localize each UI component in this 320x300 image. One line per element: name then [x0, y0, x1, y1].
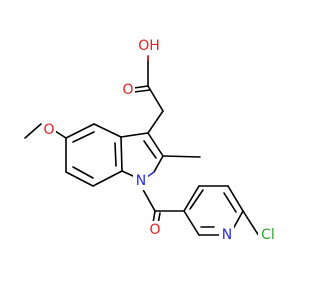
bond-c3-c3a [120, 132, 149, 138]
oh-label-bg [137, 37, 160, 55]
bond-acid-c-o-double [133, 89, 151, 93]
molecule-drawing: OH O O N O N Cl [24, 37, 278, 244]
bond-n1-carbonyl [140, 185, 156, 212]
bond-c7a-n1 [121, 170, 134, 177]
bond-c7-c7a [92, 170, 123, 187]
structure-canvas: OH O O N O N Cl [24, 37, 278, 244]
hydroxyl-label: OH [138, 38, 160, 54]
bond-py-c3-c4-double [223, 192, 237, 213]
bond-c3a-c7a [120, 136, 123, 172]
bond-c4-c5 [65, 123, 95, 139]
indole-nitrogen-label: N [136, 173, 146, 189]
methoxy-o-label-bg [42, 121, 56, 139]
bond-ch2-c3 [147, 110, 164, 134]
bond-py-cl [242, 210, 260, 237]
bond-py-c3-c4 [227, 185, 244, 212]
bond-c3a-c4 [93, 123, 122, 138]
acid-oxygen-label: O [122, 82, 133, 98]
bond-c5-o [54, 130, 67, 139]
bond-c3a-c7a-double [114, 142, 117, 167]
chlorine-label-bg [258, 226, 278, 244]
bond-c6-c7 [65, 171, 94, 187]
bond-py-c4-n [232, 210, 244, 230]
pyridine-n-label-bg [219, 226, 234, 244]
methoxy-oxygen-label: O [43, 122, 54, 138]
chlorine-label: Cl [261, 227, 275, 243]
bond-acid-c-ch2 [147, 85, 164, 112]
bond-py-c5-c1 [183, 210, 200, 236]
bond-py-c1-c2-double [189, 189, 204, 210]
indole-n-label-bg [133, 172, 148, 190]
bond-c2-methyl [162, 155, 201, 158]
acid-o-label-bg [121, 81, 135, 99]
bond-acid-c-o [133, 85, 149, 89]
bond-py-c1-c2 [183, 185, 200, 212]
bond-c3-c2 [147, 132, 164, 157]
amide-o-label-bg [148, 221, 162, 239]
bond-c4-c5-double [72, 131, 95, 143]
pyridine-nitrogen-label: N [222, 227, 232, 243]
bond-c3-c2-double [143, 140, 157, 159]
bond-c2-n1 [153, 155, 164, 173]
bond-c2-n1-blue [146, 171, 155, 178]
amide-oxygen-label: O [149, 222, 160, 238]
bond-c6-c7-double [72, 166, 94, 179]
bond-o-ch3 [24, 123, 42, 139]
